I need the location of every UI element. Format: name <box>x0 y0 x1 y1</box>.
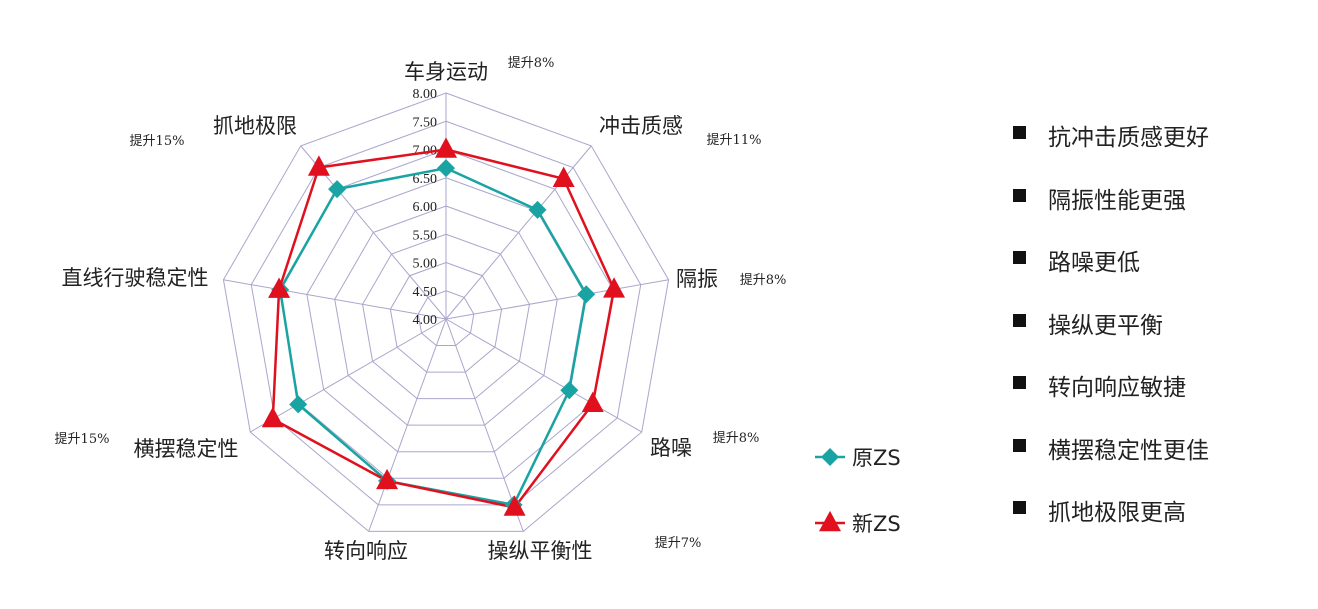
legend-label: 新ZS <box>852 512 901 536</box>
grid-spoke <box>445 318 524 532</box>
tick-label: 6.00 <box>413 200 438 215</box>
axis-label: 横摆稳定性 <box>134 437 239 461</box>
tick-label: 7.00 <box>413 144 438 159</box>
improvement-annotation: 提升8% <box>508 55 555 71</box>
grid-spoke <box>223 279 447 320</box>
grid-ring <box>417 290 475 347</box>
series-line-1 <box>278 166 588 507</box>
tick-label: 5.50 <box>413 228 438 243</box>
legend-label: 原ZS <box>852 446 901 470</box>
tick-label: 5.00 <box>413 257 438 272</box>
axis-label: 抓地极限 <box>213 114 297 138</box>
data-point <box>261 406 284 428</box>
improvement-annotation: 提升7% <box>655 535 702 551</box>
bullet-square-icon <box>1013 501 1026 514</box>
triangle-marker-icon <box>819 510 841 532</box>
grid-ring <box>250 120 642 506</box>
highlight-item: 转向响应敏捷 <box>1010 368 1209 431</box>
highlight-item: 操纵更平衡 <box>1010 306 1209 369</box>
axis-label: 路噪 <box>650 436 692 460</box>
improvement-annotation: 提升11% <box>707 132 762 148</box>
axis-label: 操纵平衡性 <box>488 539 593 563</box>
data-point <box>552 166 575 188</box>
highlights-list: 抗冲击质感更好 隔振性能更强 路噪更低 操纵更平衡 转向响应敏捷 横摆稳定性更佳… <box>1010 118 1209 556</box>
grid-spoke <box>250 318 447 433</box>
tick-label: 6.50 <box>413 172 438 187</box>
data-point <box>560 381 579 400</box>
tick-label: 7.50 <box>413 115 438 130</box>
grid-ring <box>222 92 670 532</box>
axis-label: 转向响应 <box>324 539 408 563</box>
improvement-annotation: 提升8% <box>740 272 787 288</box>
improvement-annotation: 提升15% <box>55 431 110 447</box>
improvement-annotation: 提升8% <box>713 430 760 446</box>
data-point <box>307 155 330 176</box>
data-point <box>581 391 604 412</box>
axis-label: 直线行驶稳定性 <box>62 266 209 290</box>
highlight-item: 路噪更低 <box>1010 243 1209 306</box>
bullet-square-icon <box>1013 313 1026 327</box>
grid-spoke <box>445 279 669 320</box>
series-line-2 <box>271 148 616 509</box>
axis-label: 车身运动 <box>404 60 488 84</box>
bullet-square-icon <box>1013 126 1026 139</box>
data-point <box>268 277 291 298</box>
tick-label: 8.00 <box>413 87 438 102</box>
grid-spoke <box>368 318 447 532</box>
highlight-item: 横摆稳定性更佳 <box>1010 431 1209 494</box>
data-point <box>503 495 526 516</box>
bullet-square-icon <box>1013 438 1026 452</box>
grid-ring <box>389 261 503 373</box>
highlight-item: 抗冲击质感更好 <box>1010 118 1209 181</box>
bullet-square-icon <box>1013 251 1026 264</box>
data-point <box>435 137 457 158</box>
data-point <box>603 277 626 298</box>
data-point <box>437 159 455 178</box>
improvement-annotation: 提升15% <box>130 133 185 149</box>
grid-ring <box>362 233 530 400</box>
diamond-marker-icon <box>821 448 839 466</box>
data-point <box>289 395 308 414</box>
tick-label: 4.50 <box>413 285 438 300</box>
data-point <box>577 285 596 304</box>
data-point <box>328 180 347 199</box>
axis-label: 隔振 <box>676 267 718 291</box>
grid-spoke <box>445 145 592 320</box>
highlight-item: 隔振性能更强 <box>1010 181 1209 244</box>
data-point <box>376 468 399 490</box>
grid-spoke <box>445 318 642 433</box>
bullet-square-icon <box>1013 376 1026 389</box>
bullet-square-icon <box>1013 188 1026 202</box>
axis-label: 冲击质感 <box>599 114 683 138</box>
tick-label: 4.00 <box>413 313 438 328</box>
data-point <box>528 200 547 219</box>
grid-ring <box>334 205 558 426</box>
highlight-item: 抓地极限更高 <box>1010 493 1209 556</box>
